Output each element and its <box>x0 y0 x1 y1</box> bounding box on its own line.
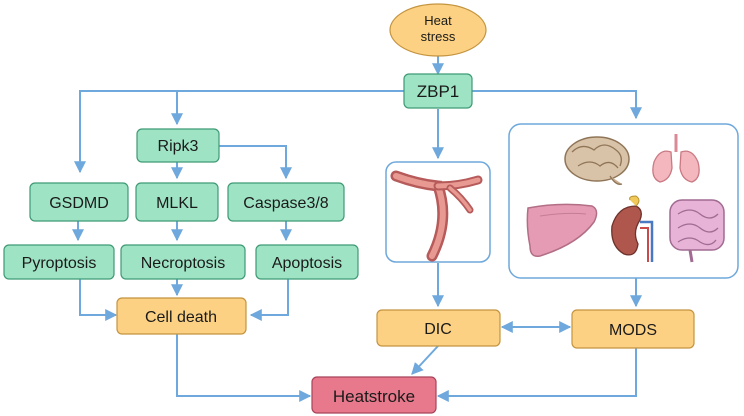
arrow-apoptosis-to-celldeath <box>249 279 289 321</box>
arrow-celldeath-to-heatstroke <box>176 334 312 402</box>
mods-label: MODS <box>609 322 657 339</box>
node-zbp1: ZBP1 <box>403 73 473 109</box>
liver-icon <box>526 203 598 258</box>
heat-stress-label-line1: Heat <box>424 13 452 28</box>
ripk3-label: Ripk3 <box>158 138 199 155</box>
zbp1-label: ZBP1 <box>417 82 460 101</box>
caspase-label: Caspase3/8 <box>243 195 328 212</box>
arrow-mods-to-heatstroke <box>436 348 637 402</box>
arrow-zbp1-to-organs <box>472 90 642 120</box>
dic-label: DIC <box>424 321 452 338</box>
node-heat-stress: Heat stress <box>389 3 487 57</box>
necroptosis-label: Necroptosis <box>141 255 225 272</box>
node-pyroptosis: Pyroptosis <box>3 244 115 280</box>
lungs-icon <box>652 134 700 183</box>
kidney-icon <box>611 195 654 262</box>
arrow-ripk3-to-caspase <box>219 145 292 180</box>
gsdmd-label: GSDMD <box>49 195 109 212</box>
node-mlkl: MLKL <box>135 182 219 222</box>
arrow-dic-to-heatstroke <box>411 345 439 375</box>
brain-icon <box>564 136 630 185</box>
arrow-zbp1-to-gsdmd <box>74 90 404 174</box>
node-apoptosis: Apoptosis <box>255 244 359 280</box>
node-necroptosis: Necroptosis <box>120 244 246 280</box>
heatstroke-label: Heatstroke <box>333 387 415 406</box>
intestine-icon <box>669 199 725 263</box>
node-cell-death: Cell death <box>116 297 247 335</box>
arrow-pyroptosis-to-celldeath <box>79 279 118 321</box>
mlkl-label: MLKL <box>156 195 198 212</box>
pyroptosis-label: Pyroptosis <box>22 255 97 272</box>
node-gsdmd: GSDMD <box>29 182 129 222</box>
node-dic: DIC <box>376 309 501 347</box>
cell-death-label: Cell death <box>145 309 217 326</box>
node-heatstroke: Heatstroke <box>311 376 437 414</box>
apoptosis-label: Apoptosis <box>272 255 342 272</box>
node-mods: MODS <box>571 309 695 349</box>
connectors <box>72 56 642 402</box>
heat-stress-label-line2: stress <box>421 29 456 44</box>
node-ripk3: Ripk3 <box>136 128 220 163</box>
blood-vessel-icon <box>390 170 483 262</box>
node-caspase: Caspase3/8 <box>227 182 345 222</box>
